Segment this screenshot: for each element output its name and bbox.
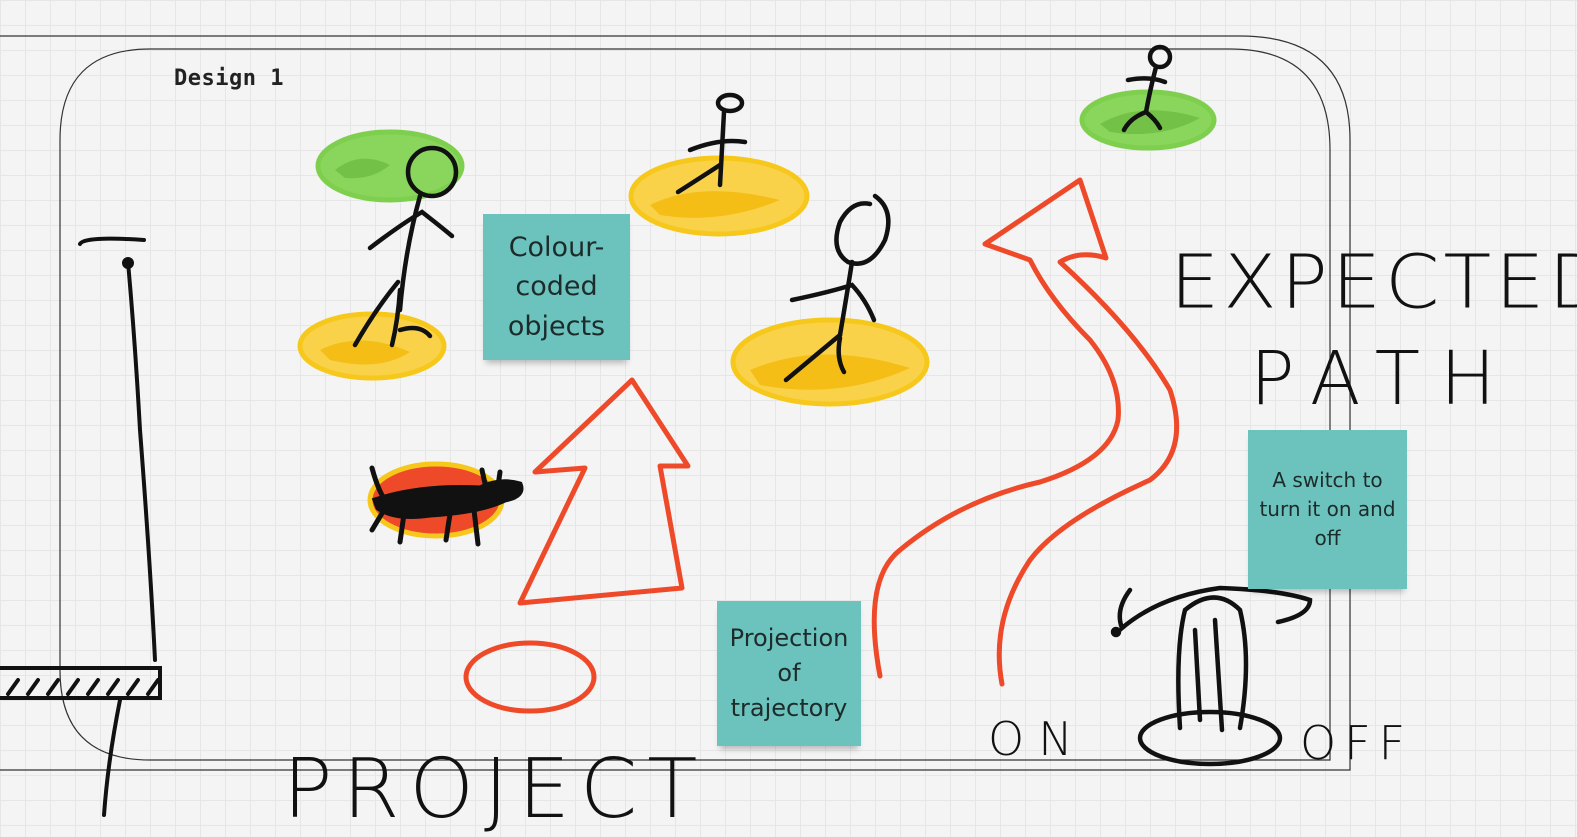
frame-title[interactable]: Design 1 xyxy=(174,66,284,91)
sticky-note-line: of xyxy=(777,659,801,688)
sticky-note-line: trajectory xyxy=(730,693,848,722)
sticky-note-line: A switch to xyxy=(1272,468,1383,492)
sticky-note-line: Projection xyxy=(729,624,849,653)
trajectory-endpoint-circle[interactable] xyxy=(463,640,597,714)
handwritten-path[interactable]: PATH xyxy=(1250,336,1516,422)
frame-outline xyxy=(0,35,1351,771)
sticky-note-line: off xyxy=(1314,526,1341,550)
trajectory-arrow[interactable] xyxy=(871,177,1180,687)
handwritten-project[interactable]: PROJECT xyxy=(283,742,708,837)
whiteboard-canvas[interactable] xyxy=(0,0,1577,820)
person-figure-left[interactable] xyxy=(297,129,465,381)
sticky-note-colour-coded-objects[interactable]: Colour- coded objects xyxy=(483,214,630,360)
sticky-note-projection-of-trajectory[interactable]: Projection of trajectory xyxy=(717,601,861,746)
person-figure-centre[interactable] xyxy=(730,193,930,407)
handwritten-on[interactable]: ON xyxy=(988,712,1087,766)
handwritten-expected[interactable]: EXPECTED xyxy=(1170,240,1577,326)
arrow-up-centre[interactable] xyxy=(517,377,691,606)
dog-figure[interactable] xyxy=(367,461,524,547)
switch-drawing[interactable] xyxy=(1110,585,1313,767)
lamp-post-drawing[interactable] xyxy=(0,236,162,817)
sticky-note-line: coded xyxy=(515,271,598,303)
handwritten-off[interactable]: OFF xyxy=(1300,716,1414,770)
sticky-note-switch[interactable]: A switch to turn it on and off xyxy=(1248,430,1407,589)
person-figure-top-right[interactable] xyxy=(1079,44,1217,151)
sticky-note-line: objects xyxy=(507,310,606,342)
sticky-note-line: Colour- xyxy=(508,232,605,264)
sticky-note-line: turn it on and xyxy=(1259,497,1396,521)
person-figure-top[interactable] xyxy=(628,92,810,237)
